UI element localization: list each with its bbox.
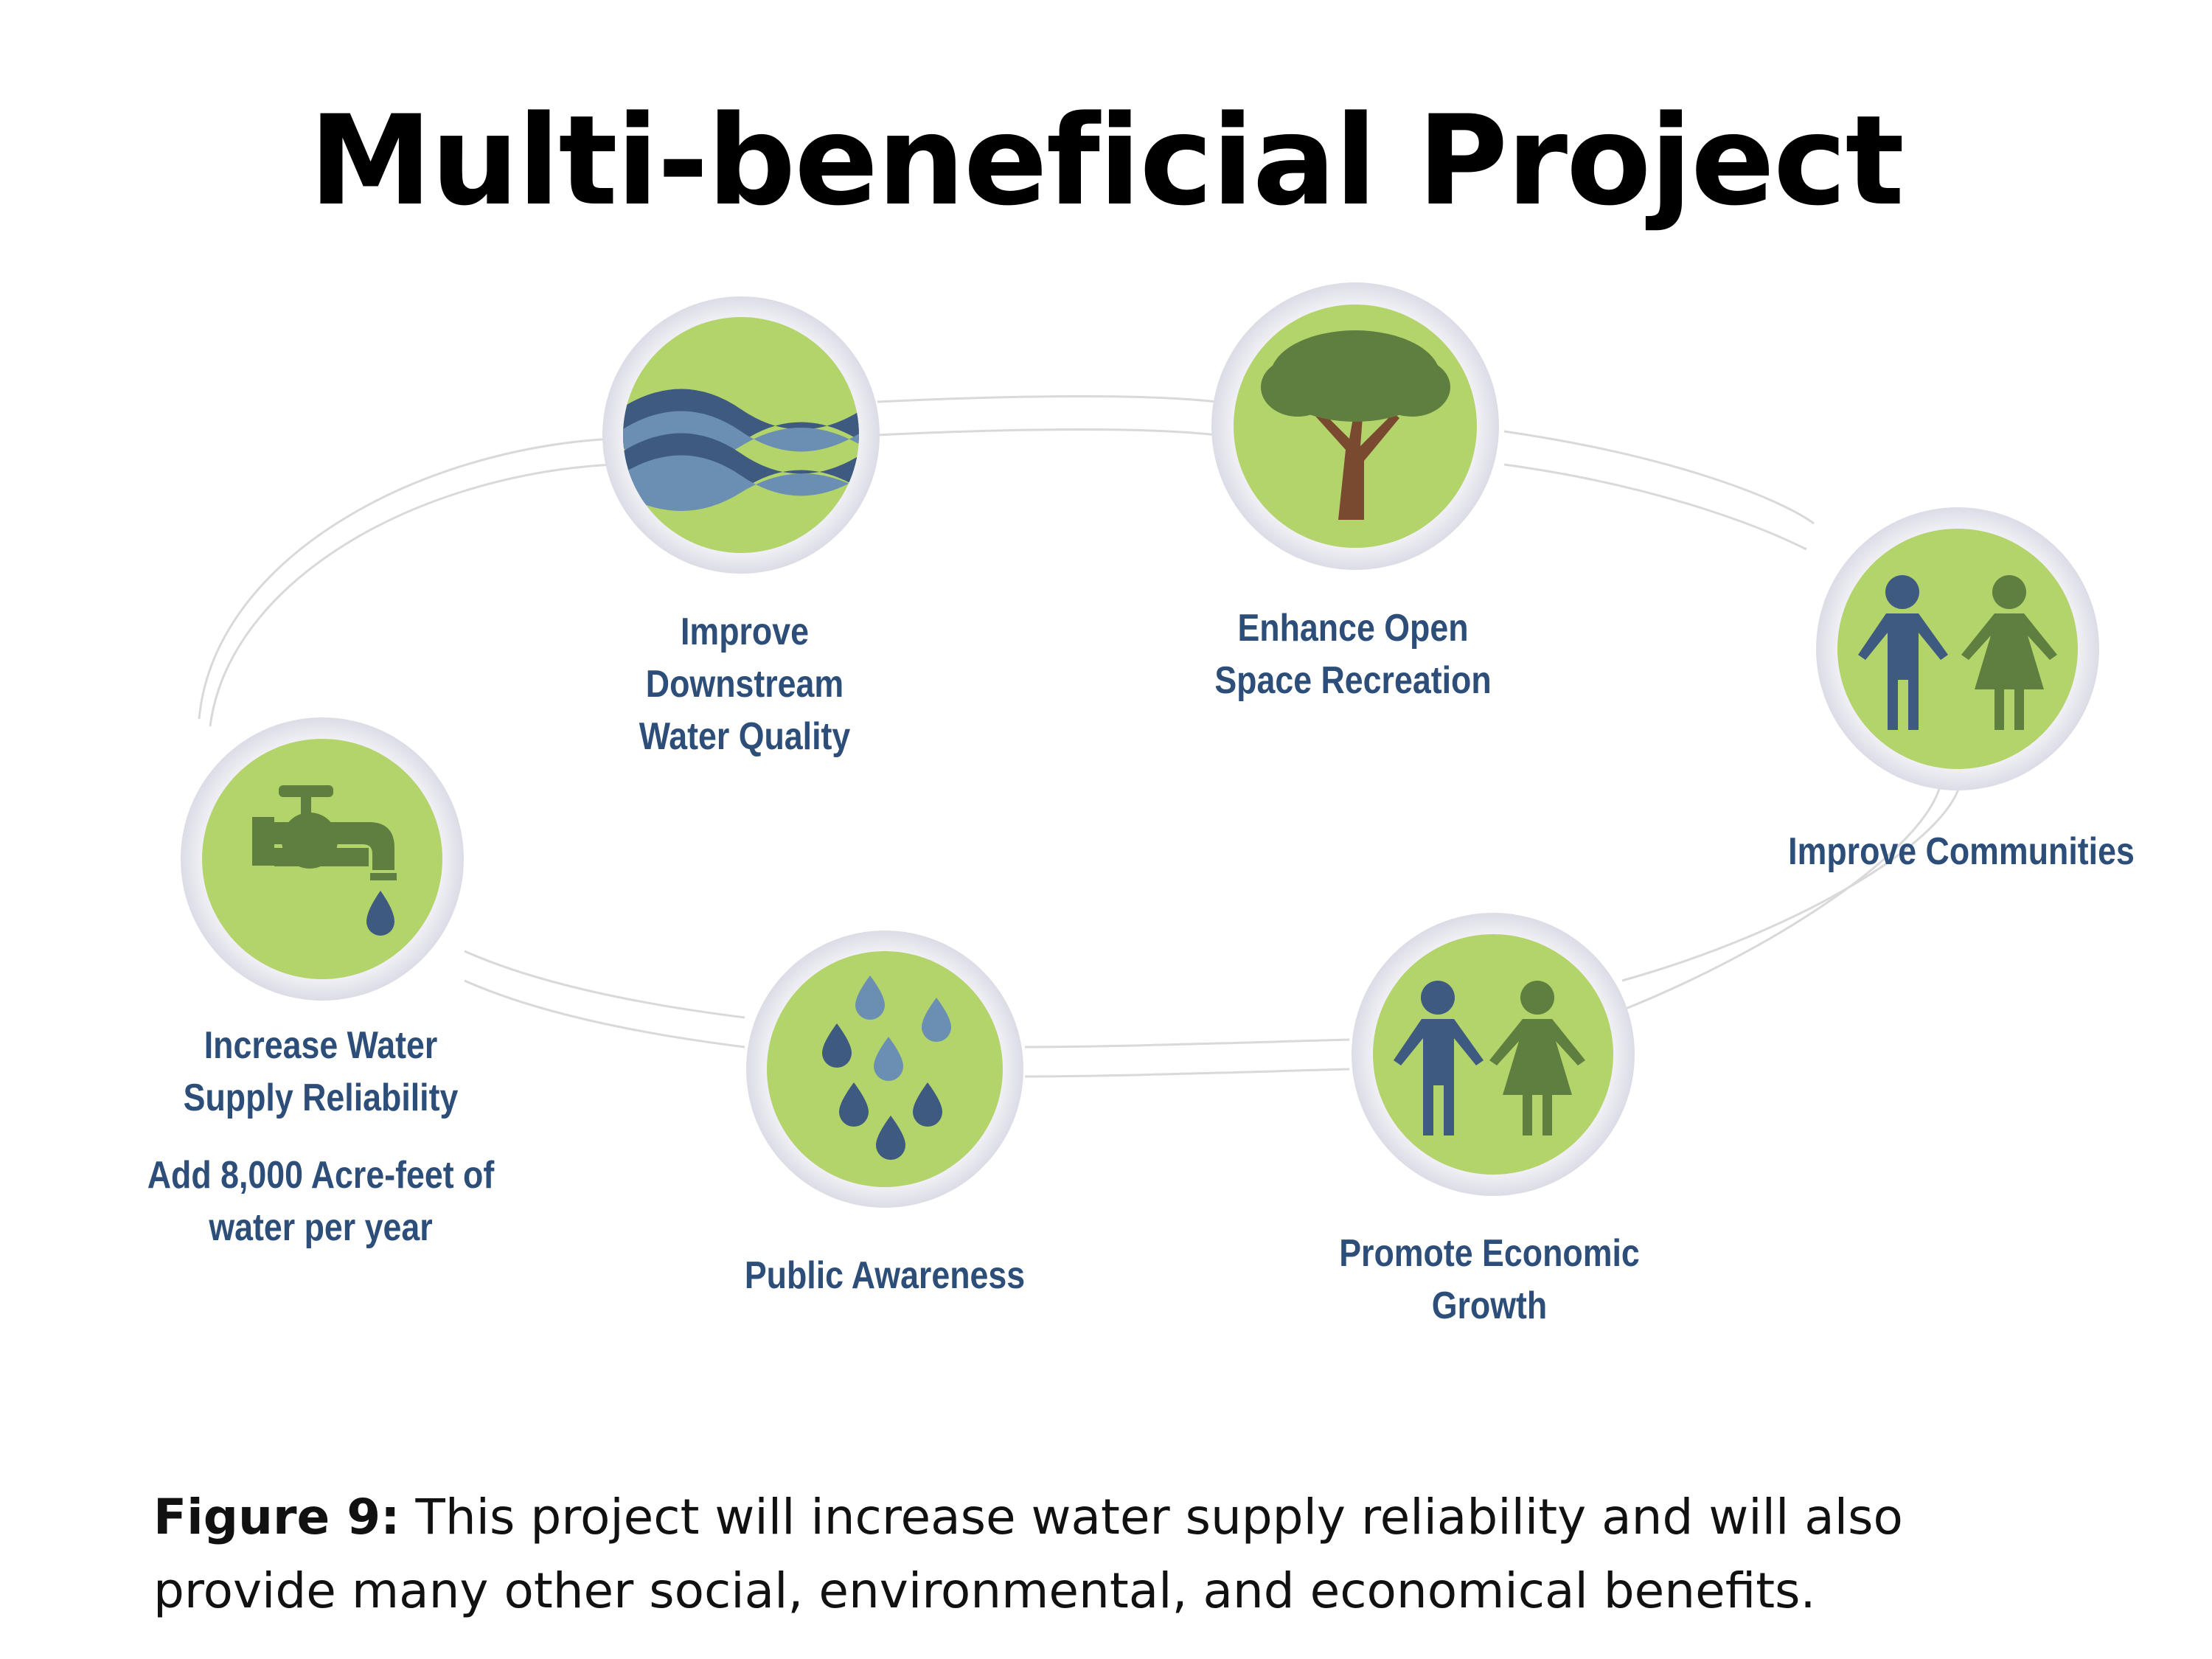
raindrops-icon bbox=[746, 931, 1023, 1208]
people-icon bbox=[1816, 507, 2099, 790]
label-line: Growth bbox=[1431, 1284, 1548, 1327]
raindrop bbox=[822, 1023, 852, 1068]
node-label-communities: Improve Communities bbox=[1771, 826, 2152, 878]
faucet-icon bbox=[181, 717, 464, 1001]
label-line: Public Awareness bbox=[744, 1254, 1026, 1297]
label-line: Add 8,000 Acre-feet of bbox=[147, 1154, 495, 1197]
label-line: water per year bbox=[209, 1206, 433, 1249]
raindrop bbox=[874, 1037, 903, 1081]
raindrop bbox=[913, 1082, 942, 1127]
raindrop bbox=[922, 998, 951, 1042]
node-label-economic-growth: Promote Economic Growth bbox=[1312, 1228, 1667, 1332]
node-label-water-supply: Increase Water Supply Reliability Add 8,… bbox=[143, 1020, 498, 1254]
node-label-recreation: Enhance Open Space Recreation bbox=[1194, 602, 1512, 707]
label-line: Improve bbox=[681, 611, 809, 653]
label-line: Promote Economic bbox=[1339, 1232, 1640, 1275]
raindrop bbox=[876, 1116, 905, 1160]
label-line: Water Quality bbox=[639, 715, 851, 758]
caption-label: Figure 9: bbox=[153, 1489, 400, 1545]
raindrop bbox=[839, 1082, 869, 1127]
label-line: Increase Water bbox=[204, 1024, 438, 1067]
cycle-ring bbox=[198, 395, 1963, 1078]
waves-icon bbox=[602, 296, 880, 574]
caption-text-continued: provide many other social, environmental… bbox=[153, 1562, 1816, 1619]
people-icon bbox=[1352, 913, 1635, 1196]
caption-text: This project will increase water supply … bbox=[400, 1489, 1903, 1545]
label-line: Supply Reliability bbox=[183, 1077, 459, 1119]
raindrop bbox=[855, 975, 885, 1020]
label-line: Improve Communities bbox=[1788, 830, 2135, 873]
label-line: Downstream bbox=[645, 663, 844, 706]
raindrop-shapes bbox=[822, 975, 951, 1160]
label-line: Space Recreation bbox=[1214, 659, 1492, 702]
label-line: Enhance Open bbox=[1237, 607, 1469, 650]
tree-icon bbox=[1211, 282, 1499, 570]
figure-caption: Figure 9: This project will increase wat… bbox=[153, 1481, 2107, 1628]
node-label-water-quality: Improve Downstream Water Quality bbox=[618, 606, 872, 763]
page-title: Multi-beneficial Project bbox=[309, 88, 1905, 233]
node-label-public-awareness: Public Awareness bbox=[714, 1250, 1056, 1302]
